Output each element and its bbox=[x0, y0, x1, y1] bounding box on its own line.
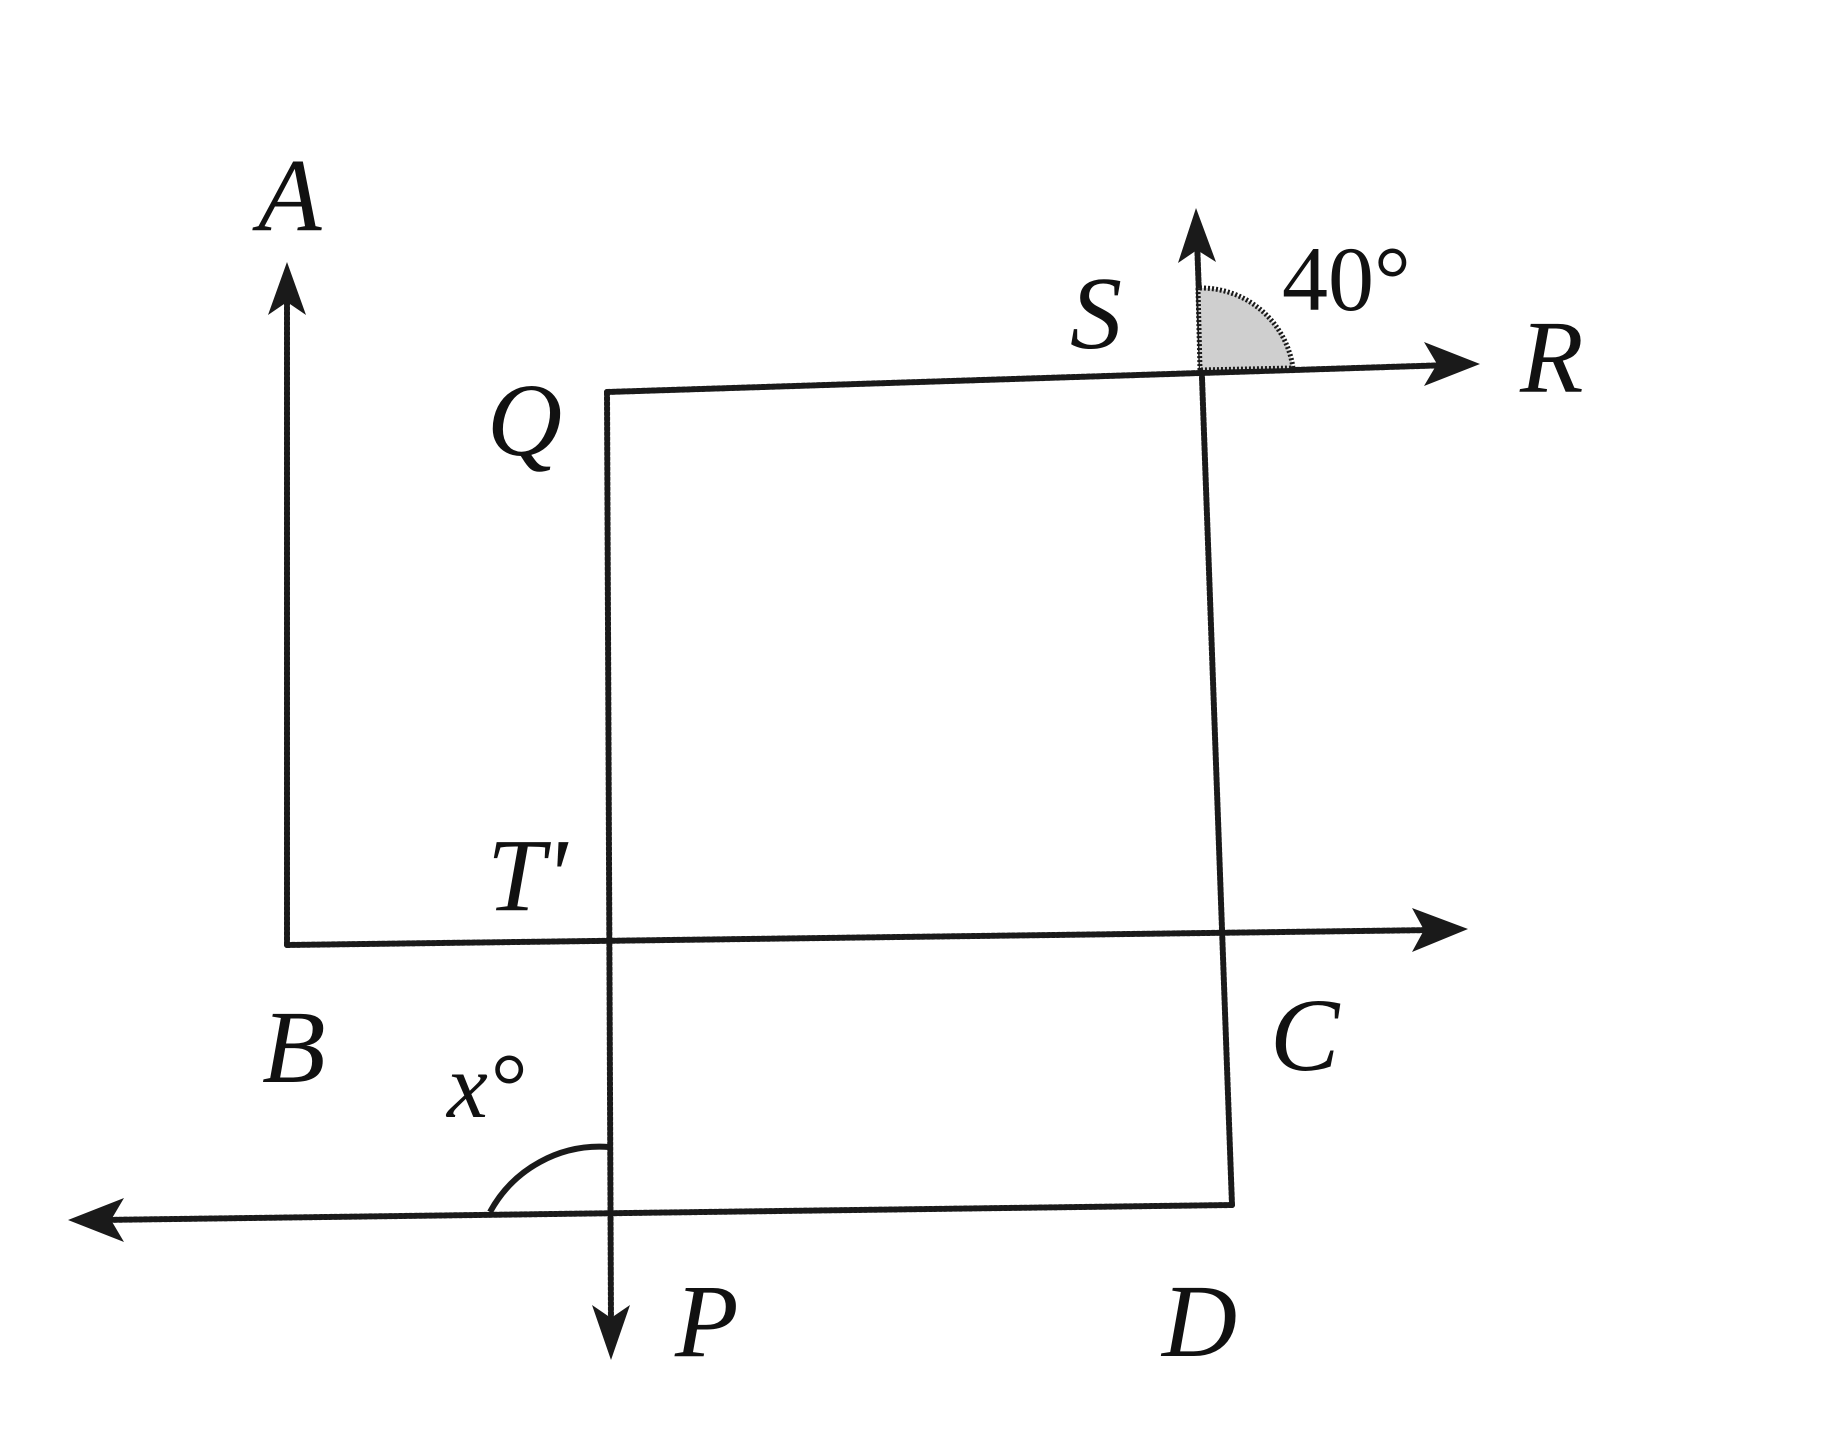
ray-qr bbox=[604, 342, 1480, 395]
ray-bc bbox=[284, 908, 1468, 952]
label-r: R bbox=[1519, 300, 1584, 415]
ray-ds bbox=[1178, 208, 1235, 1208]
angle-40-label: 40° bbox=[1282, 228, 1411, 330]
ray-d-left bbox=[68, 1198, 1235, 1242]
label-t: T' bbox=[487, 818, 569, 933]
label-s: S bbox=[1070, 256, 1122, 371]
label-b: B bbox=[262, 990, 326, 1105]
angle-x-label: x° bbox=[445, 1035, 525, 1137]
label-p: P bbox=[674, 1264, 739, 1379]
label-c: C bbox=[1270, 978, 1341, 1093]
label-q: Q bbox=[487, 363, 562, 478]
angle-40-arc bbox=[1195, 285, 1296, 373]
label-a: A bbox=[252, 138, 322, 253]
angle-x-arc bbox=[487, 1143, 610, 1214]
ray-ba bbox=[268, 262, 306, 948]
label-d: D bbox=[1160, 1264, 1237, 1379]
ray-qp bbox=[592, 389, 630, 1360]
